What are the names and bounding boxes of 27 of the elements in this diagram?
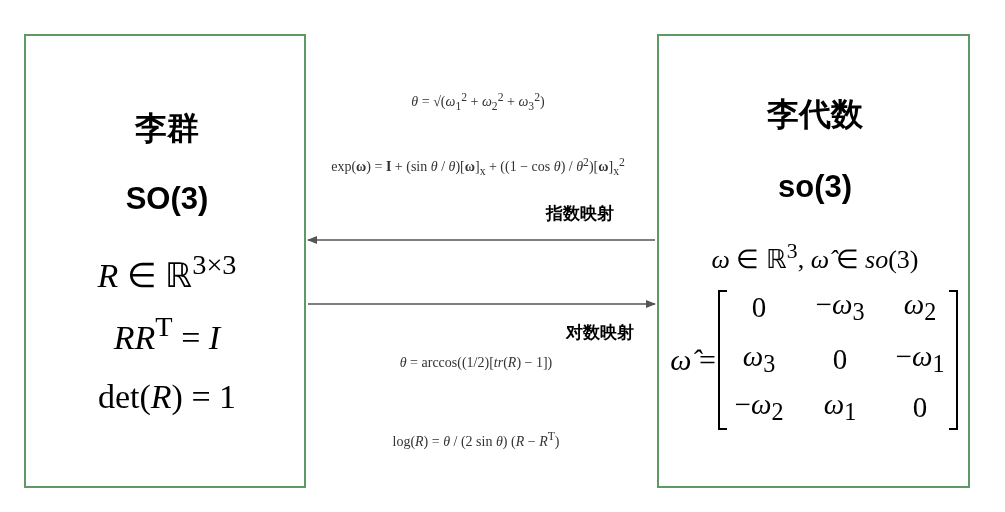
group-box xyxy=(24,34,306,488)
group-name: SO(3) xyxy=(125,181,209,217)
matrix-entry: ω$_{1}$ xyxy=(823,387,857,427)
edge-label: 对数映射 xyxy=(564,320,636,344)
arrow xyxy=(307,236,656,244)
formula: ω̂ = xyxy=(670,343,716,377)
matrix-entry: −ω$_{1}$ xyxy=(895,339,945,379)
heading: 李代数 xyxy=(767,94,863,135)
matrix-entry: ω$_{2}$ xyxy=(903,287,937,327)
group-name: so(3) xyxy=(777,169,853,205)
formula: ω ∈ ℝ$^{3}$, ω̂ ∈ so(3) xyxy=(711,239,919,275)
heading: 李群 xyxy=(135,108,199,149)
edge-label: 指数映射 xyxy=(544,201,616,225)
formula: θ = arccos((1/2)[tr(R) − 1]) xyxy=(399,355,553,371)
formula: R ∈ ℝ$^{3×3}$ xyxy=(97,249,237,295)
matrix-entry: −ω$_{2}$ xyxy=(734,387,784,427)
matrix-entry: ω$_{3}$ xyxy=(742,339,776,379)
group-box xyxy=(657,34,970,488)
matrix-entry: 0 xyxy=(912,390,928,424)
formula: log(R) = θ / (2 sin θ) (R − R$^{T}$) xyxy=(392,430,560,450)
formula: θ = √(ω$_{1}$$^{2}$ + ω$_{2}$$^{2}$ + ω$_{3}$$^{2}$) xyxy=(411,90,545,114)
matrix-entry: −ω$_{3}$ xyxy=(815,287,865,327)
arrow xyxy=(307,300,656,308)
formula: RR$^{T}$ = I xyxy=(113,311,221,357)
matrix-entry: 0 xyxy=(832,342,848,376)
formula: det(R) = 1 xyxy=(97,378,237,416)
matrix-entry: 0 xyxy=(751,290,767,324)
